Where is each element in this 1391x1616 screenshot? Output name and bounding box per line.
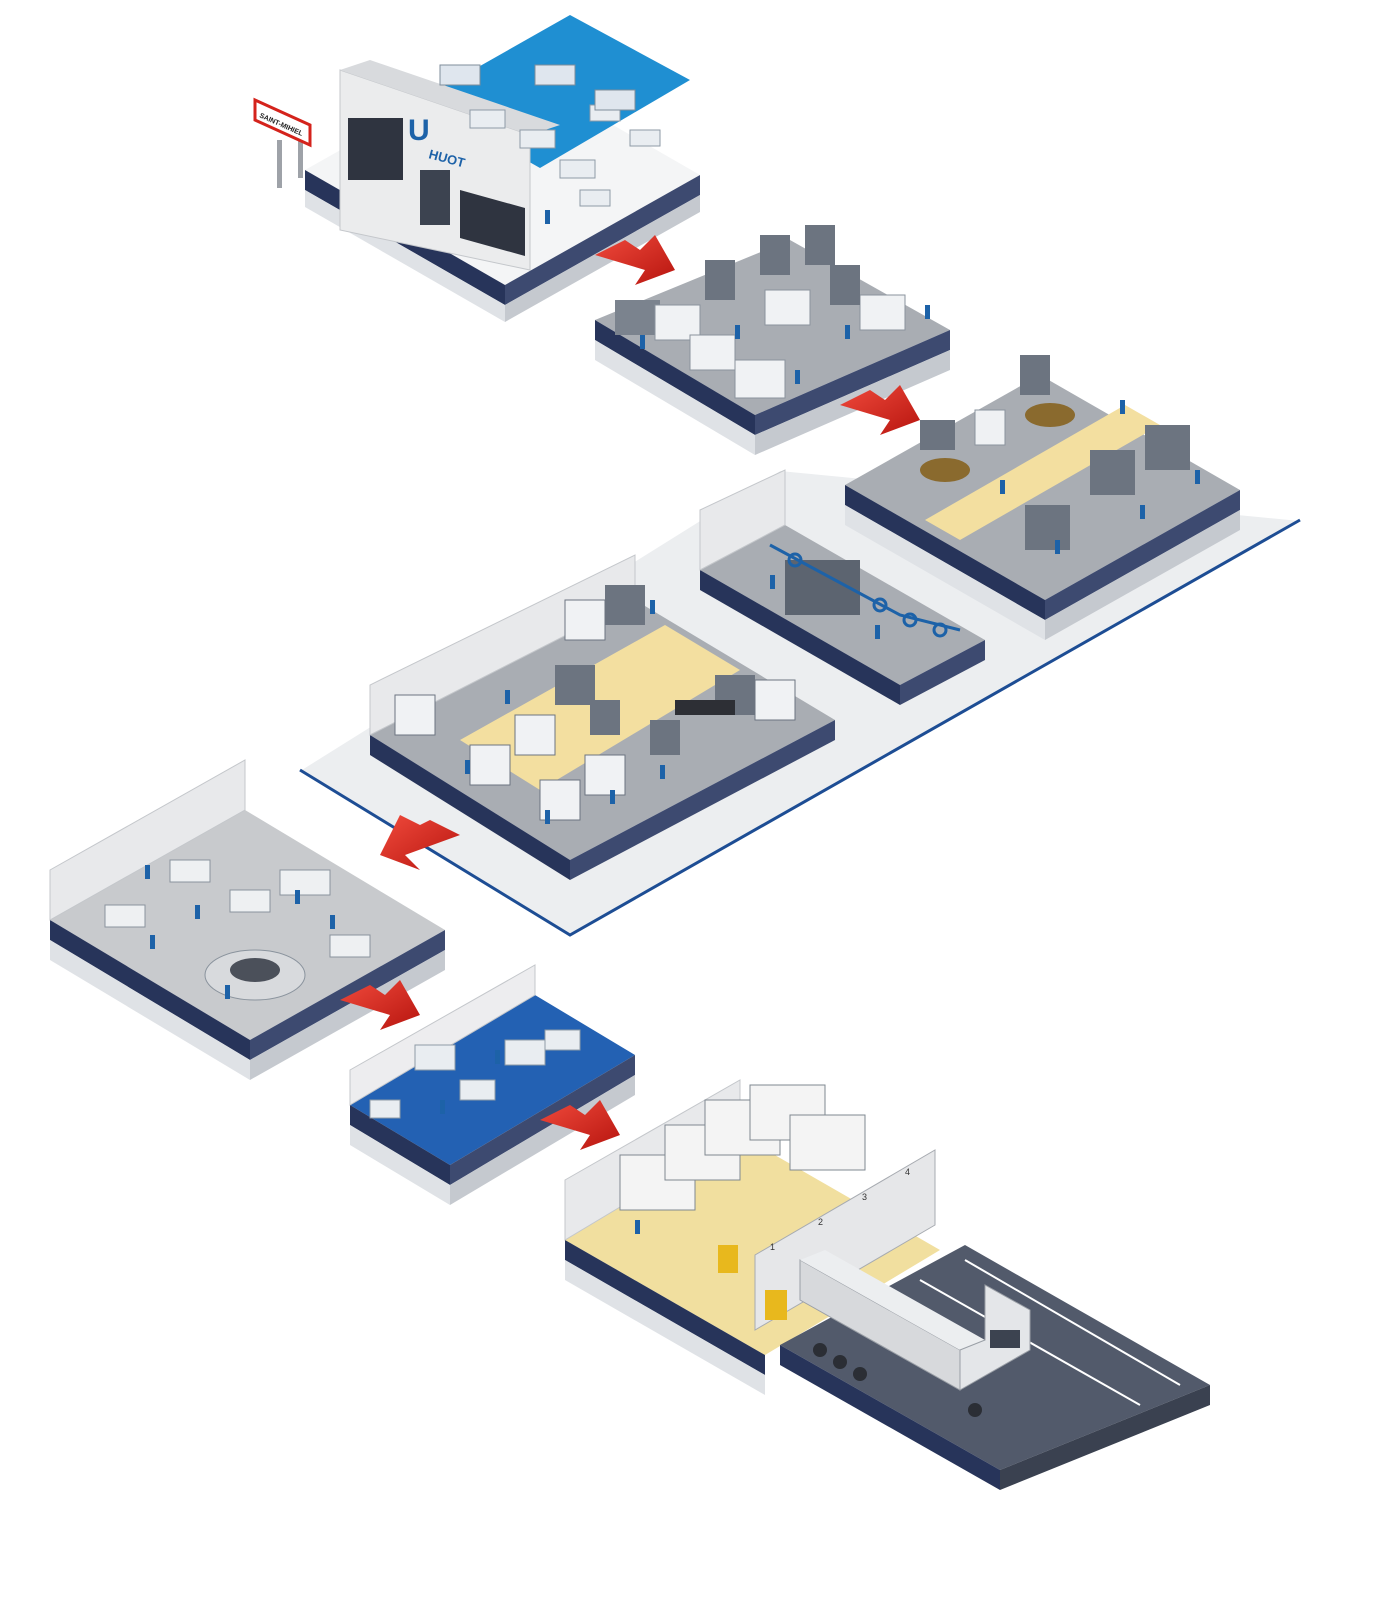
finishing-tables: [104, 859, 371, 958]
delivery-truck: [799, 1250, 1031, 1417]
office-shelves: [439, 64, 636, 111]
grinding-machines: [920, 355, 1190, 550]
station-quality-office: [349, 964, 635, 1205]
dock-number-2: 2: [818, 1217, 823, 1227]
forklift: [765, 1290, 787, 1320]
quality-desks: [369, 1029, 581, 1119]
station-office-hq: U HUOT SAINT-MIHIEL: [253, 15, 700, 322]
dock-number-3: 3: [862, 1192, 867, 1202]
flow-arrow: [340, 980, 420, 1030]
conveyor-hangers: [769, 543, 961, 638]
svg-text:U: U: [408, 114, 430, 147]
station-surface-treatment: [699, 469, 985, 705]
finishing-wall: [49, 759, 246, 921]
station-assembly-lines: [369, 554, 835, 880]
rotary-table: [204, 949, 306, 1001]
workers: [145, 210, 1200, 1234]
dock-number-1: 1: [770, 1242, 775, 1252]
cnc-machines: [615, 225, 906, 399]
quality-wall: [349, 964, 536, 1106]
forklift: [718, 1245, 738, 1273]
treatment-wall: [699, 469, 786, 571]
city-sign: SAINT-MIHIEL: [253, 97, 312, 188]
yellow-aisle: [925, 405, 1160, 540]
dock-number-4: 4: [905, 1167, 910, 1177]
assembly-machines: [394, 585, 796, 821]
storage-racks: [619, 1084, 866, 1211]
flow-arrow: [540, 1100, 620, 1150]
flow-arrow: [595, 235, 675, 285]
flow-arrow: [380, 815, 460, 870]
flow-arrow: [840, 385, 920, 435]
station-warehouse: 1 2 3 4: [564, 1079, 1210, 1490]
flow-arrows: [340, 235, 920, 1150]
station-grinding: [845, 355, 1240, 640]
